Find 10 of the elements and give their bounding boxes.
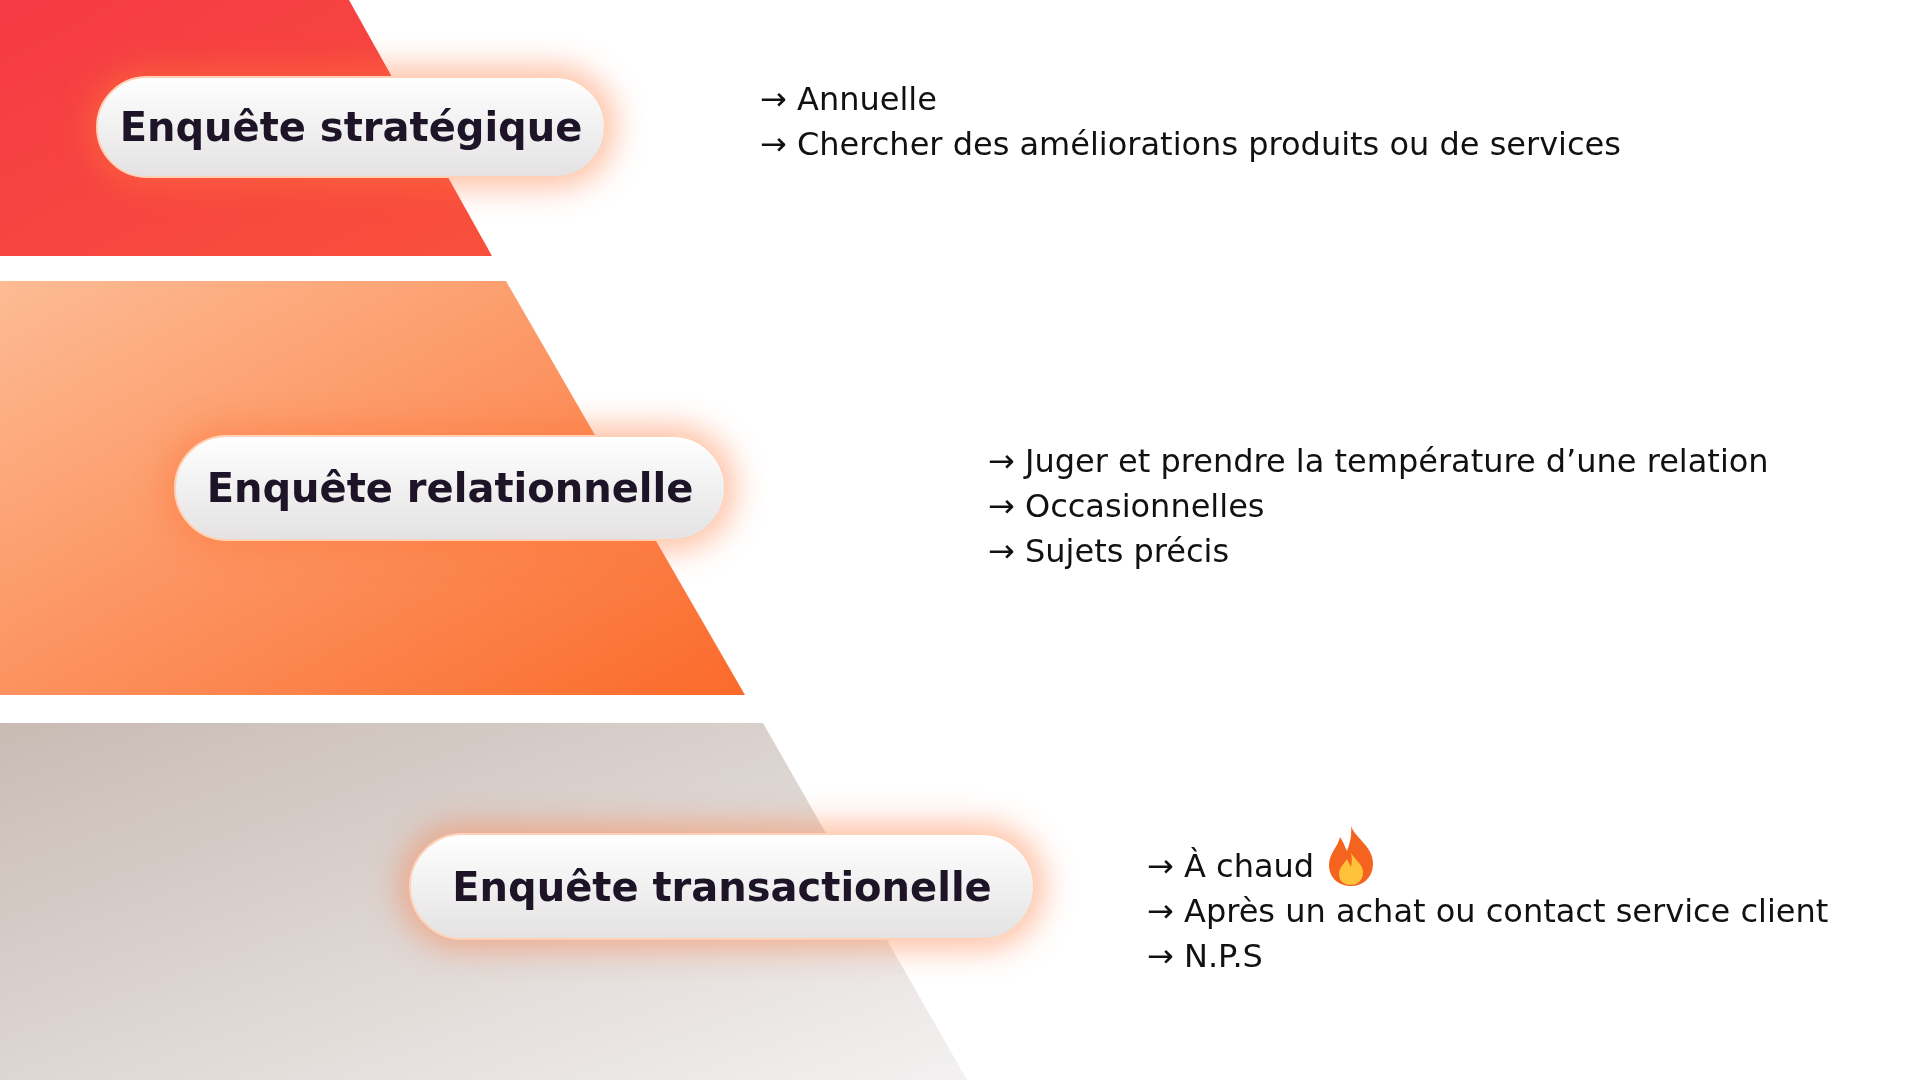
bullet-text: → Juger et prendre la température d’une relation: [988, 442, 1769, 480]
bullet-text: → À chaud: [1147, 847, 1315, 885]
tier-label-pill: Enquête transactionelle: [409, 833, 1035, 940]
bullet-text: → Annuelle: [760, 80, 937, 118]
bullet-text: → N.P.S: [1147, 937, 1263, 975]
tier-label-pill: Enquête stratégique: [96, 76, 606, 178]
bullet-text: → Chercher des améliorations produits ou de services: [760, 125, 1621, 163]
bullet-text: → Après un achat ou contact service client: [1147, 892, 1829, 930]
bullet-text: → Sujets précis: [988, 532, 1230, 570]
bullet-text: → Occasionnelles: [988, 487, 1265, 525]
